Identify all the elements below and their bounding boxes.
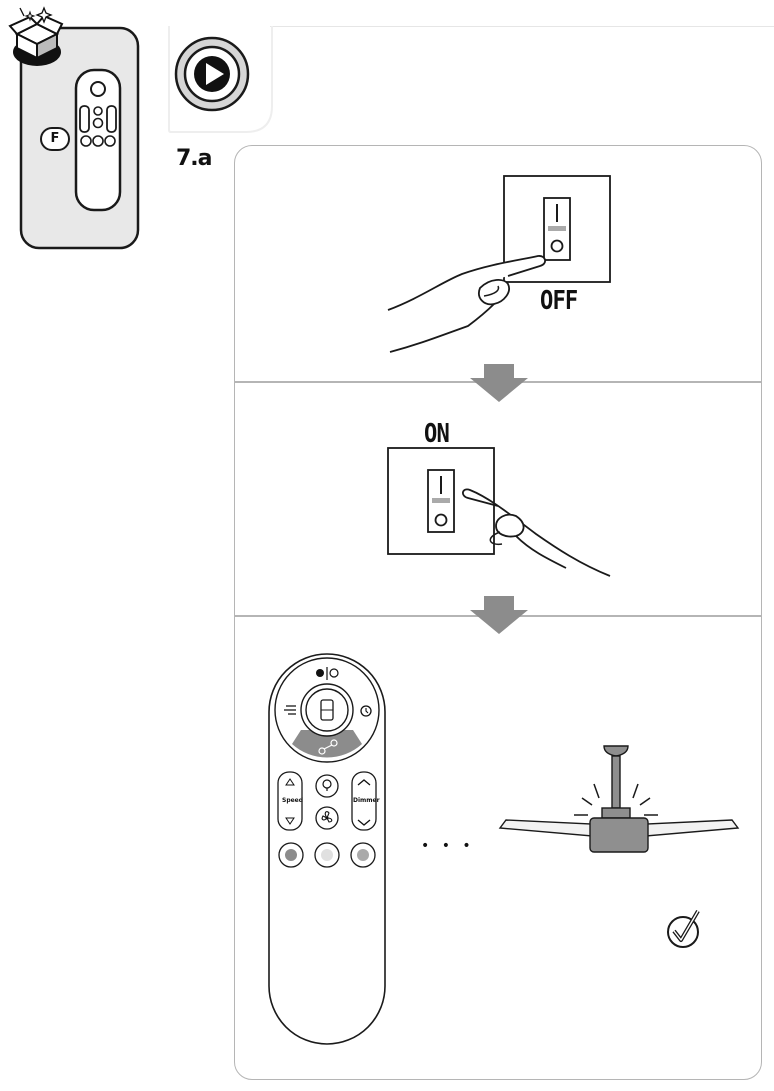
light-bulb-icon: [322, 779, 332, 791]
wall-switch-on: [387, 447, 611, 577]
ellipsis: • • •: [421, 838, 475, 854]
play-icon-tile: [168, 26, 273, 133]
play-icon: [194, 56, 230, 92]
breeze-icon: [284, 705, 296, 715]
dimmer-label: Dimmer: [353, 797, 380, 804]
light-mode-icon: [316, 667, 339, 680]
remote-control: [268, 653, 386, 1045]
model-letter-badge: F: [40, 127, 70, 151]
new-product-box-icon: [8, 6, 64, 66]
speed-label: Speed: [282, 797, 304, 804]
on-label: ON: [424, 419, 450, 449]
ceiling-fan: [498, 745, 740, 853]
fan-icon: [321, 811, 333, 823]
step-label: 7.a: [176, 146, 213, 171]
down-arrow-icon: [470, 596, 528, 634]
down-arrow-icon: [470, 364, 528, 402]
top-rule: [270, 26, 774, 27]
checkmark-icon: [667, 909, 700, 948]
pairing-icon: [318, 739, 338, 755]
timer-icon: [360, 705, 372, 717]
instruction-panel: [234, 145, 762, 1080]
remote-model-card: [19, 26, 140, 250]
off-label: OFF: [540, 286, 578, 316]
wall-switch-off: [387, 175, 611, 353]
model-letter: F: [50, 131, 60, 146]
